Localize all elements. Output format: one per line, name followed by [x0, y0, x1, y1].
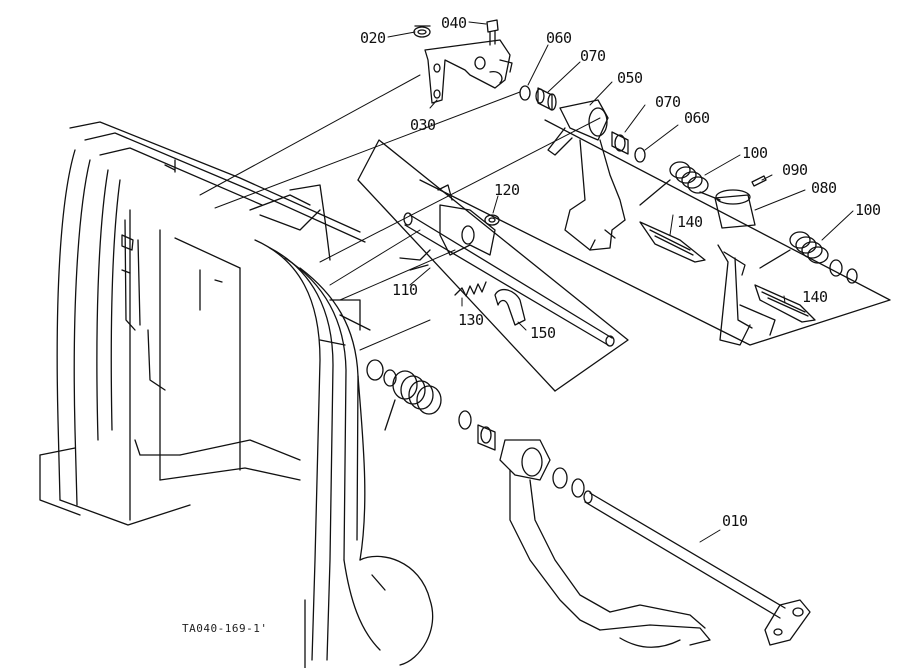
bushing-stack-lower: [458, 410, 585, 498]
callout-140-second: 140: [802, 288, 828, 306]
linkage-shaft: [403, 212, 615, 347]
callout-050: 050: [617, 69, 643, 87]
callout-090: 090: [782, 161, 808, 179]
return-spring-100-lower: [759, 231, 858, 284]
clutch-pedal-arm: [499, 439, 711, 648]
brake-pedal-arm: [717, 244, 776, 346]
callout-030: 030: [410, 116, 436, 134]
bushing-060-070-middle: [611, 131, 646, 163]
washer-020: [413, 25, 431, 38]
callout-060: 060: [546, 29, 572, 47]
pin-090: [751, 175, 767, 187]
callout-110: 110: [392, 281, 418, 299]
pedal-pad-140-upper: [639, 221, 706, 263]
callout-150: 150: [530, 324, 556, 342]
callout-100: 100: [742, 144, 768, 162]
nut-120: [484, 214, 500, 226]
callout-120: 120: [494, 181, 520, 199]
cross-shaft-010: [583, 490, 811, 646]
tractor-frame-outline: [39, 121, 366, 526]
drawing-code: TA040-169-1': [182, 622, 268, 635]
clutch-spring-lower: [366, 359, 442, 431]
callout-070: 070: [580, 47, 606, 65]
pedal-pad-140-lower: [754, 284, 816, 323]
callout-140: 140: [677, 213, 703, 231]
linkage-bracket: [399, 184, 496, 271]
bolt-040: [486, 19, 499, 46]
pedal-arm-050: [547, 99, 626, 251]
fender-panel: [254, 239, 434, 668]
callout-leaders: [387, 21, 854, 543]
callout-100-second: 100: [855, 201, 881, 219]
callout-130: 130: [458, 311, 484, 329]
clip-150: [494, 288, 526, 326]
sleeve-080: [714, 189, 756, 229]
callout-060-second: 060: [684, 109, 710, 127]
leader-lines: [199, 74, 601, 351]
callout-020: 020: [360, 29, 386, 47]
callout-010: 010: [722, 512, 748, 530]
spring-130: [454, 281, 487, 297]
subassembly-panel: [357, 139, 629, 392]
bushing-060-070-upper: [519, 85, 557, 111]
return-spring-100-upper: [639, 161, 721, 206]
callout-070-second: 070: [655, 93, 681, 111]
bracket-030: [424, 39, 513, 104]
callout-040: 040: [441, 14, 467, 32]
callout-080: 080: [811, 179, 837, 197]
